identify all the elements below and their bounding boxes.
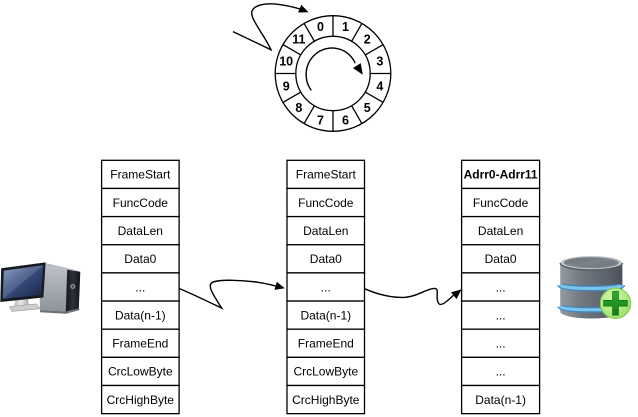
svg-text:5: 5 <box>364 101 371 115</box>
svg-text:FuncCode: FuncCode <box>113 196 169 210</box>
svg-text:FuncCode: FuncCode <box>473 196 529 210</box>
svg-text:CrcHighByte: CrcHighByte <box>107 393 175 407</box>
svg-text:FuncCode: FuncCode <box>298 196 354 210</box>
svg-text:6: 6 <box>342 114 349 128</box>
svg-text:10: 10 <box>279 54 293 68</box>
svg-text:Adrr0-Adrr11: Adrr0-Adrr11 <box>464 168 538 182</box>
svg-text:FrameEnd: FrameEnd <box>112 337 168 351</box>
svg-text:9: 9 <box>283 79 290 93</box>
svg-text:FrameStart: FrameStart <box>110 168 171 182</box>
svg-text:FrameStart: FrameStart <box>296 168 357 182</box>
svg-text:Data0: Data0 <box>124 252 156 266</box>
svg-text:CrcLowByte: CrcLowByte <box>293 365 358 379</box>
svg-text:11: 11 <box>292 33 305 47</box>
svg-text:1: 1 <box>342 20 349 34</box>
svg-text:CrcHighByte: CrcHighByte <box>292 393 360 407</box>
svg-text:...: ... <box>135 280 145 294</box>
svg-text:0: 0 <box>317 20 324 34</box>
svg-text:...: ... <box>496 308 506 322</box>
svg-text:DataLen: DataLen <box>118 224 163 238</box>
svg-text:Data0: Data0 <box>310 252 342 266</box>
svg-text:DataLen: DataLen <box>303 224 348 238</box>
svg-text:DataLen: DataLen <box>478 224 523 238</box>
svg-text:Data(n-1): Data(n-1) <box>475 393 526 407</box>
svg-text:Data(n-1): Data(n-1) <box>115 308 166 322</box>
svg-text:4: 4 <box>376 79 383 93</box>
svg-text:...: ... <box>496 280 506 294</box>
svg-text:2: 2 <box>364 33 371 47</box>
svg-text:7: 7 <box>317 114 324 128</box>
svg-text:3: 3 <box>376 54 383 68</box>
svg-text:CrcLowByte: CrcLowByte <box>108 365 173 379</box>
svg-text:...: ... <box>496 337 506 351</box>
svg-text:...: ... <box>496 365 506 379</box>
svg-text:8: 8 <box>295 101 302 115</box>
svg-text:FrameEnd: FrameEnd <box>298 337 354 351</box>
svg-text:...: ... <box>321 280 331 294</box>
svg-text:Data(n-1): Data(n-1) <box>300 308 351 322</box>
svg-text:Data0: Data0 <box>485 252 517 266</box>
